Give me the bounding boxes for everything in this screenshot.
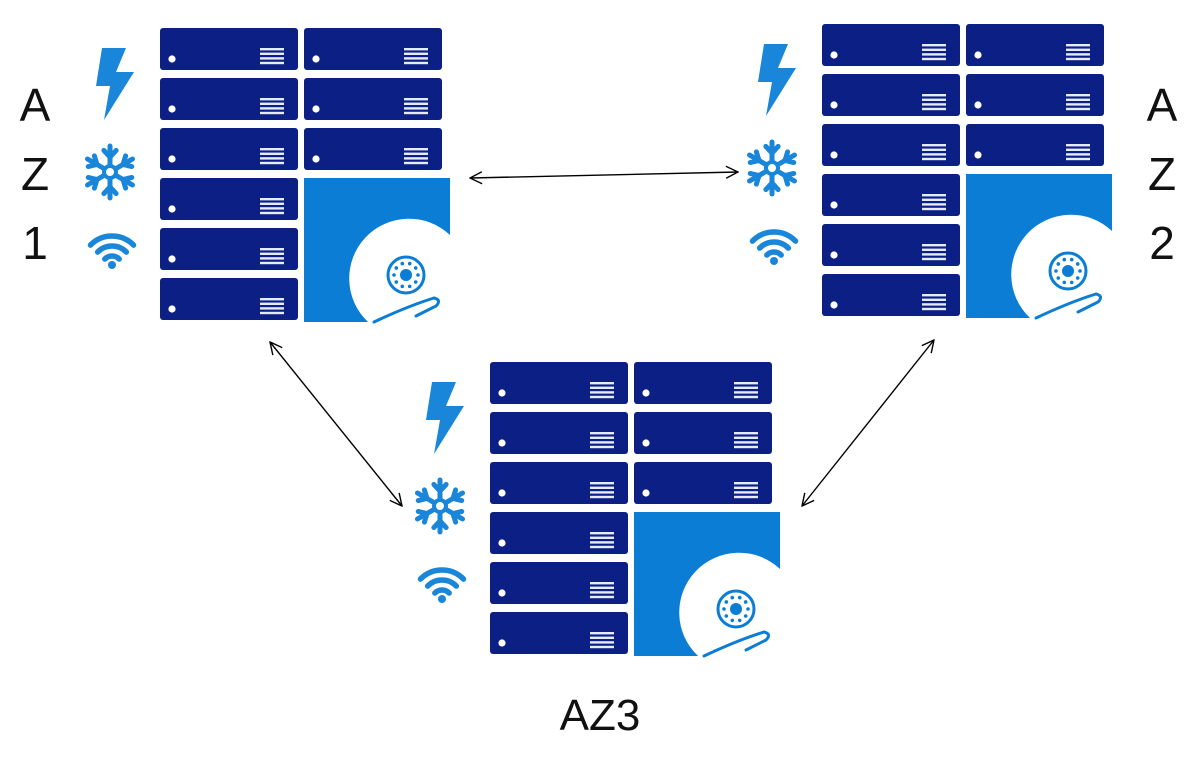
server-unit-icon: [822, 174, 960, 216]
clusters-layer: [84, 24, 1112, 658]
network-wifi-icon: [749, 229, 799, 265]
az1-cluster: [84, 28, 450, 324]
server-unit-icon: [822, 74, 960, 116]
server-unit-icon: [634, 412, 772, 454]
server-unit-icon: [490, 562, 628, 604]
az3-infrastructure-icons: [414, 382, 467, 603]
storage-disk-icon: [304, 178, 450, 324]
server-unit-icon: [634, 362, 772, 404]
server-unit-icon: [160, 278, 298, 320]
az3-cluster: [414, 362, 780, 658]
server-unit-icon: [822, 274, 960, 316]
server-unit-icon: [634, 462, 772, 504]
power-bolt-icon: [96, 48, 134, 120]
az2-label-char-a: A: [1146, 79, 1178, 131]
server-unit-icon: [490, 362, 628, 404]
server-unit-icon: [304, 128, 442, 170]
az2-cluster: [746, 24, 1112, 320]
server-unit-icon: [160, 28, 298, 70]
network-wifi-icon: [417, 567, 467, 603]
network-wifi-icon: [87, 233, 137, 269]
az2-infrastructure-icons: [746, 44, 799, 265]
server-unit-icon: [490, 462, 628, 504]
server-unit-icon: [160, 128, 298, 170]
server-unit-icon: [490, 612, 628, 654]
connection-arrow-az1-az2: [470, 172, 738, 178]
az1-infrastructure-icons: [84, 48, 137, 269]
az1-label-char-a: A: [19, 79, 51, 131]
connections-layer: [270, 172, 934, 506]
server-unit-icon: [304, 28, 442, 70]
server-unit-icon: [822, 124, 960, 166]
storage-disk-icon: [966, 174, 1112, 320]
power-bolt-icon: [758, 44, 796, 116]
server-unit-icon: [966, 74, 1104, 116]
cooling-snowflake-icon: [84, 143, 136, 201]
cooling-snowflake-icon: [746, 139, 798, 197]
server-unit-icon: [160, 228, 298, 270]
server-unit-icon: [160, 178, 298, 220]
az1-label-char-z: Z: [20, 148, 50, 200]
connection-arrow-az2-az3: [802, 340, 934, 506]
storage-disk-icon: [634, 512, 780, 658]
server-unit-icon: [304, 78, 442, 120]
az1-label-char-1: 1: [22, 217, 48, 269]
connection-arrow-az1-az3: [270, 342, 402, 506]
server-unit-icon: [822, 24, 960, 66]
server-unit-icon: [966, 24, 1104, 66]
server-unit-icon: [822, 224, 960, 266]
server-unit-icon: [160, 78, 298, 120]
server-unit-icon: [966, 124, 1104, 166]
cooling-snowflake-icon: [414, 477, 466, 535]
az2-label-char-2: 2: [1149, 217, 1175, 269]
server-unit-icon: [490, 512, 628, 554]
az2-label-char-z: Z: [1147, 148, 1177, 200]
power-bolt-icon: [426, 382, 464, 454]
server-unit-icon: [490, 412, 628, 454]
az3-label: AZ3: [559, 691, 641, 740]
